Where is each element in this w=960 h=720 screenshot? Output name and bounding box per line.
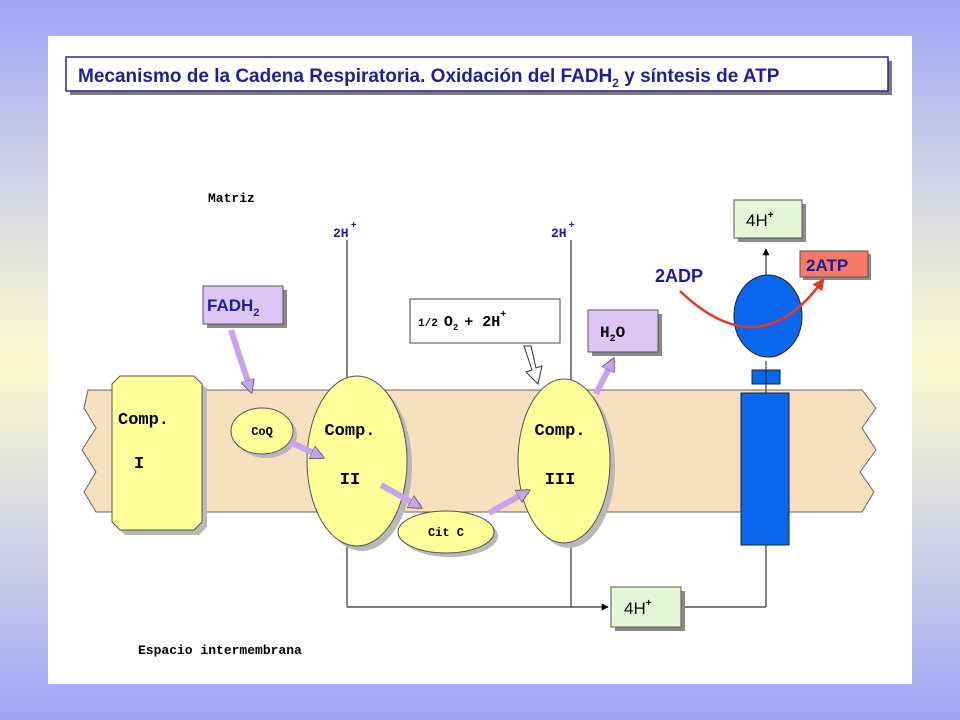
oxygen-box	[409, 298, 561, 344]
complex-2	[306, 375, 408, 547]
respiratory-chain-diagram: Mecanismo de la Cadena Respiratoria. Oxi…	[65, 56, 892, 658]
complex-1-number: I	[134, 455, 144, 474]
complex2-to-citc-arrow	[379, 482, 420, 510]
complex-1-label: Comp.	[118, 411, 169, 430]
cytochrome-c	[397, 510, 495, 554]
coenzyme-q	[230, 407, 294, 455]
intermembrane-label: Espacio intermembrana	[138, 643, 302, 658]
title-box	[65, 56, 889, 92]
coq-label: CoQ	[251, 425, 273, 439]
atp-box	[799, 250, 869, 278]
fadh2-to-coq-arrow	[228, 329, 251, 391]
page-title: Mecanismo de la Cadena Respiratoria. Oxi…	[78, 66, 780, 90]
proton-box-top	[733, 199, 803, 239]
fadh2-box	[202, 285, 284, 325]
proton-box-top-label: 4H+	[746, 210, 774, 230]
atp-synthase-head	[733, 274, 803, 358]
oxygen-arrow	[523, 345, 543, 385]
proton-label-2: 2H+	[551, 221, 575, 241]
matrix-label: Matriz	[208, 191, 255, 206]
complex3-to-water-arrow	[593, 360, 616, 396]
complex-2-number: II	[340, 471, 360, 490]
atp-synthase-stalk	[740, 392, 790, 546]
citc-to-complex3-arrow	[487, 488, 528, 516]
proton-box-bottom	[610, 586, 682, 628]
water-label: H2O	[600, 324, 626, 345]
adp-label: 2ADP	[655, 266, 703, 286]
coq-to-complex2-arrow	[288, 439, 322, 460]
complex-3-label: Comp.	[534, 422, 585, 441]
complex-1	[111, 375, 203, 531]
atp-label: 2ATP	[806, 256, 848, 275]
citc-label: Cit C	[428, 526, 464, 540]
complex-3-number: III	[545, 471, 576, 490]
proton-box-bottom-label: 4H+	[624, 598, 652, 618]
fadh2-label: FADH2	[207, 296, 259, 319]
adp-to-atp-arrow	[679, 278, 825, 328]
slide: Mecanismo de la Cadena Respiratoria. Oxi…	[48, 36, 912, 684]
complex-2-label: Comp.	[324, 422, 375, 441]
water-box	[587, 309, 659, 353]
proton-label-1: 2H+	[333, 221, 357, 241]
complex-3	[517, 378, 611, 544]
